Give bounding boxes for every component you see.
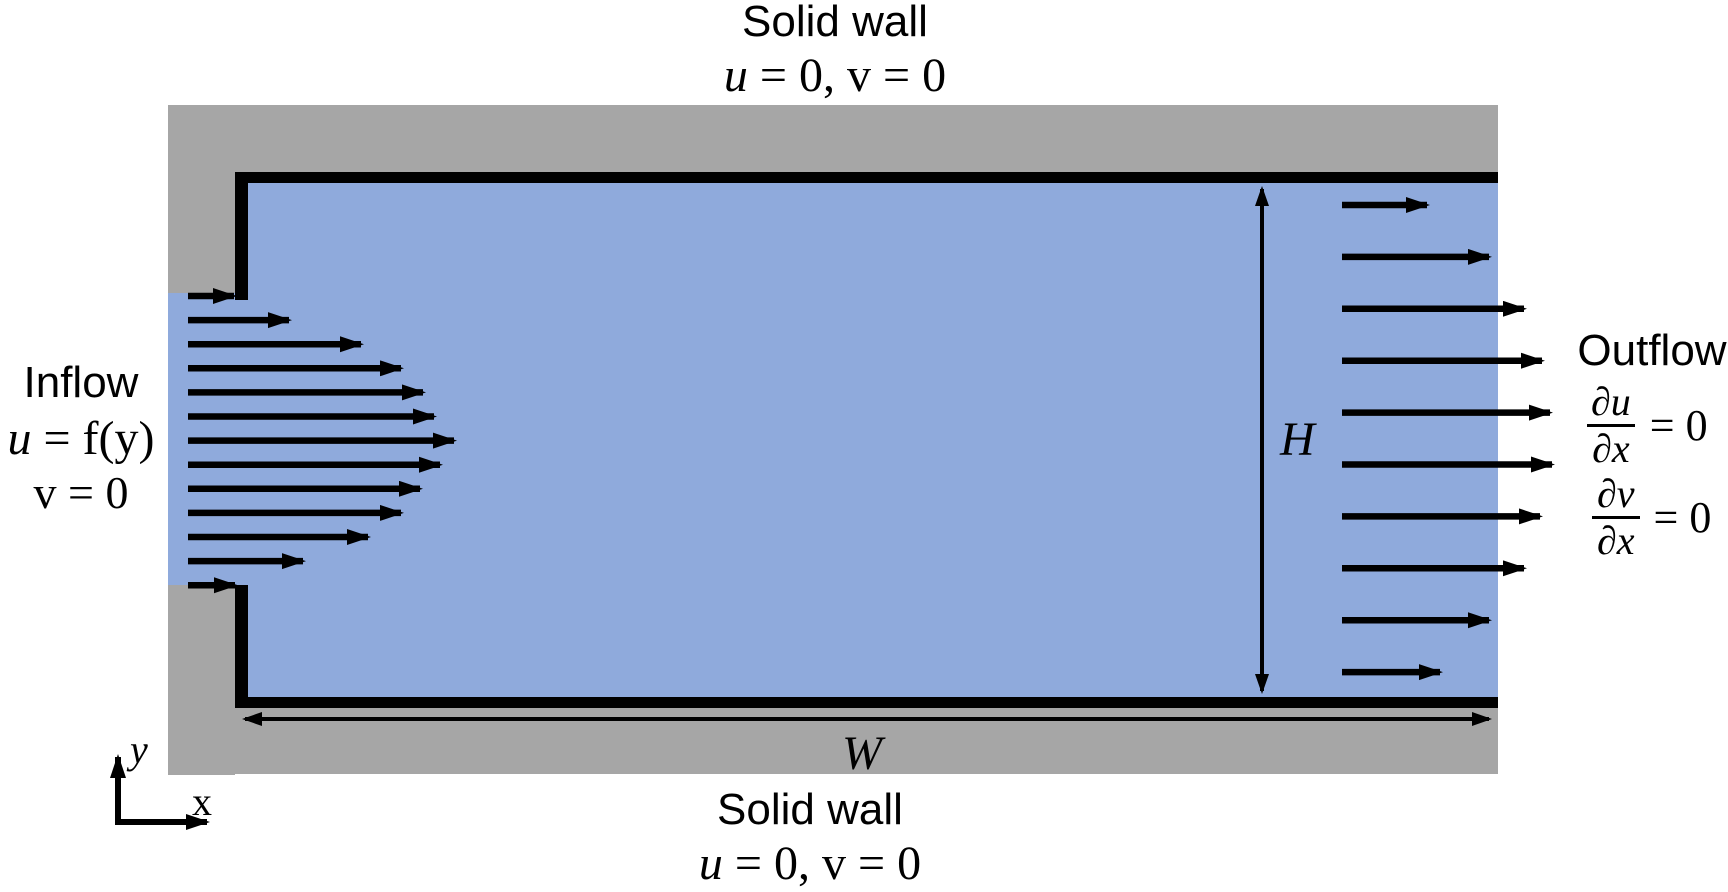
outflow-equation-du: ∂u ∂x = 0: [1586, 380, 1708, 471]
outflow-equation-dv: ∂v ∂x = 0: [1592, 472, 1711, 563]
du-numerator: ∂u: [1591, 379, 1631, 424]
top-wall-line: [235, 172, 1498, 183]
bottom-wall-line: [235, 697, 1498, 708]
solid-wall-bottom-region: [168, 703, 1498, 774]
x-axis-label: x: [192, 779, 212, 824]
top-wall-label: Solid wall u = 0, v = 0: [724, 0, 946, 102]
inflow-label: Inflow u = f(y) v = 0: [7, 356, 154, 518]
solid-wall-top-left-block: [168, 105, 235, 295]
y-axis-label: y: [130, 727, 148, 772]
width-dimension-label: W: [842, 727, 882, 780]
outflow-title: Outflow: [1577, 326, 1727, 375]
dv-denominator: ∂x: [1592, 516, 1640, 563]
inlet-step-wall-top: [235, 172, 248, 300]
solid-wall-top-region: [168, 105, 1498, 175]
height-dimension-label: H: [1280, 413, 1315, 466]
dv-numerator: ∂v: [1597, 471, 1635, 516]
top-wall-title: Solid wall: [742, 0, 928, 46]
bottom-wall-label: Solid wall u = 0, v = 0: [699, 782, 921, 890]
inflow-equation-u: u = f(y): [7, 412, 155, 465]
inflow-title: Inflow: [23, 358, 139, 407]
inlet-step-wall-bottom: [235, 585, 248, 708]
bottom-wall-equation: u = 0, v = 0: [698, 837, 922, 890]
dv-rhs: = 0: [1653, 493, 1712, 542]
inflow-equation-v: v = 0: [33, 467, 129, 518]
du-rhs: = 0: [1649, 401, 1708, 450]
top-wall-equation: u = 0, v = 0: [723, 49, 947, 102]
bottom-wall-title: Solid wall: [717, 785, 903, 834]
du-denominator: ∂x: [1587, 424, 1635, 471]
